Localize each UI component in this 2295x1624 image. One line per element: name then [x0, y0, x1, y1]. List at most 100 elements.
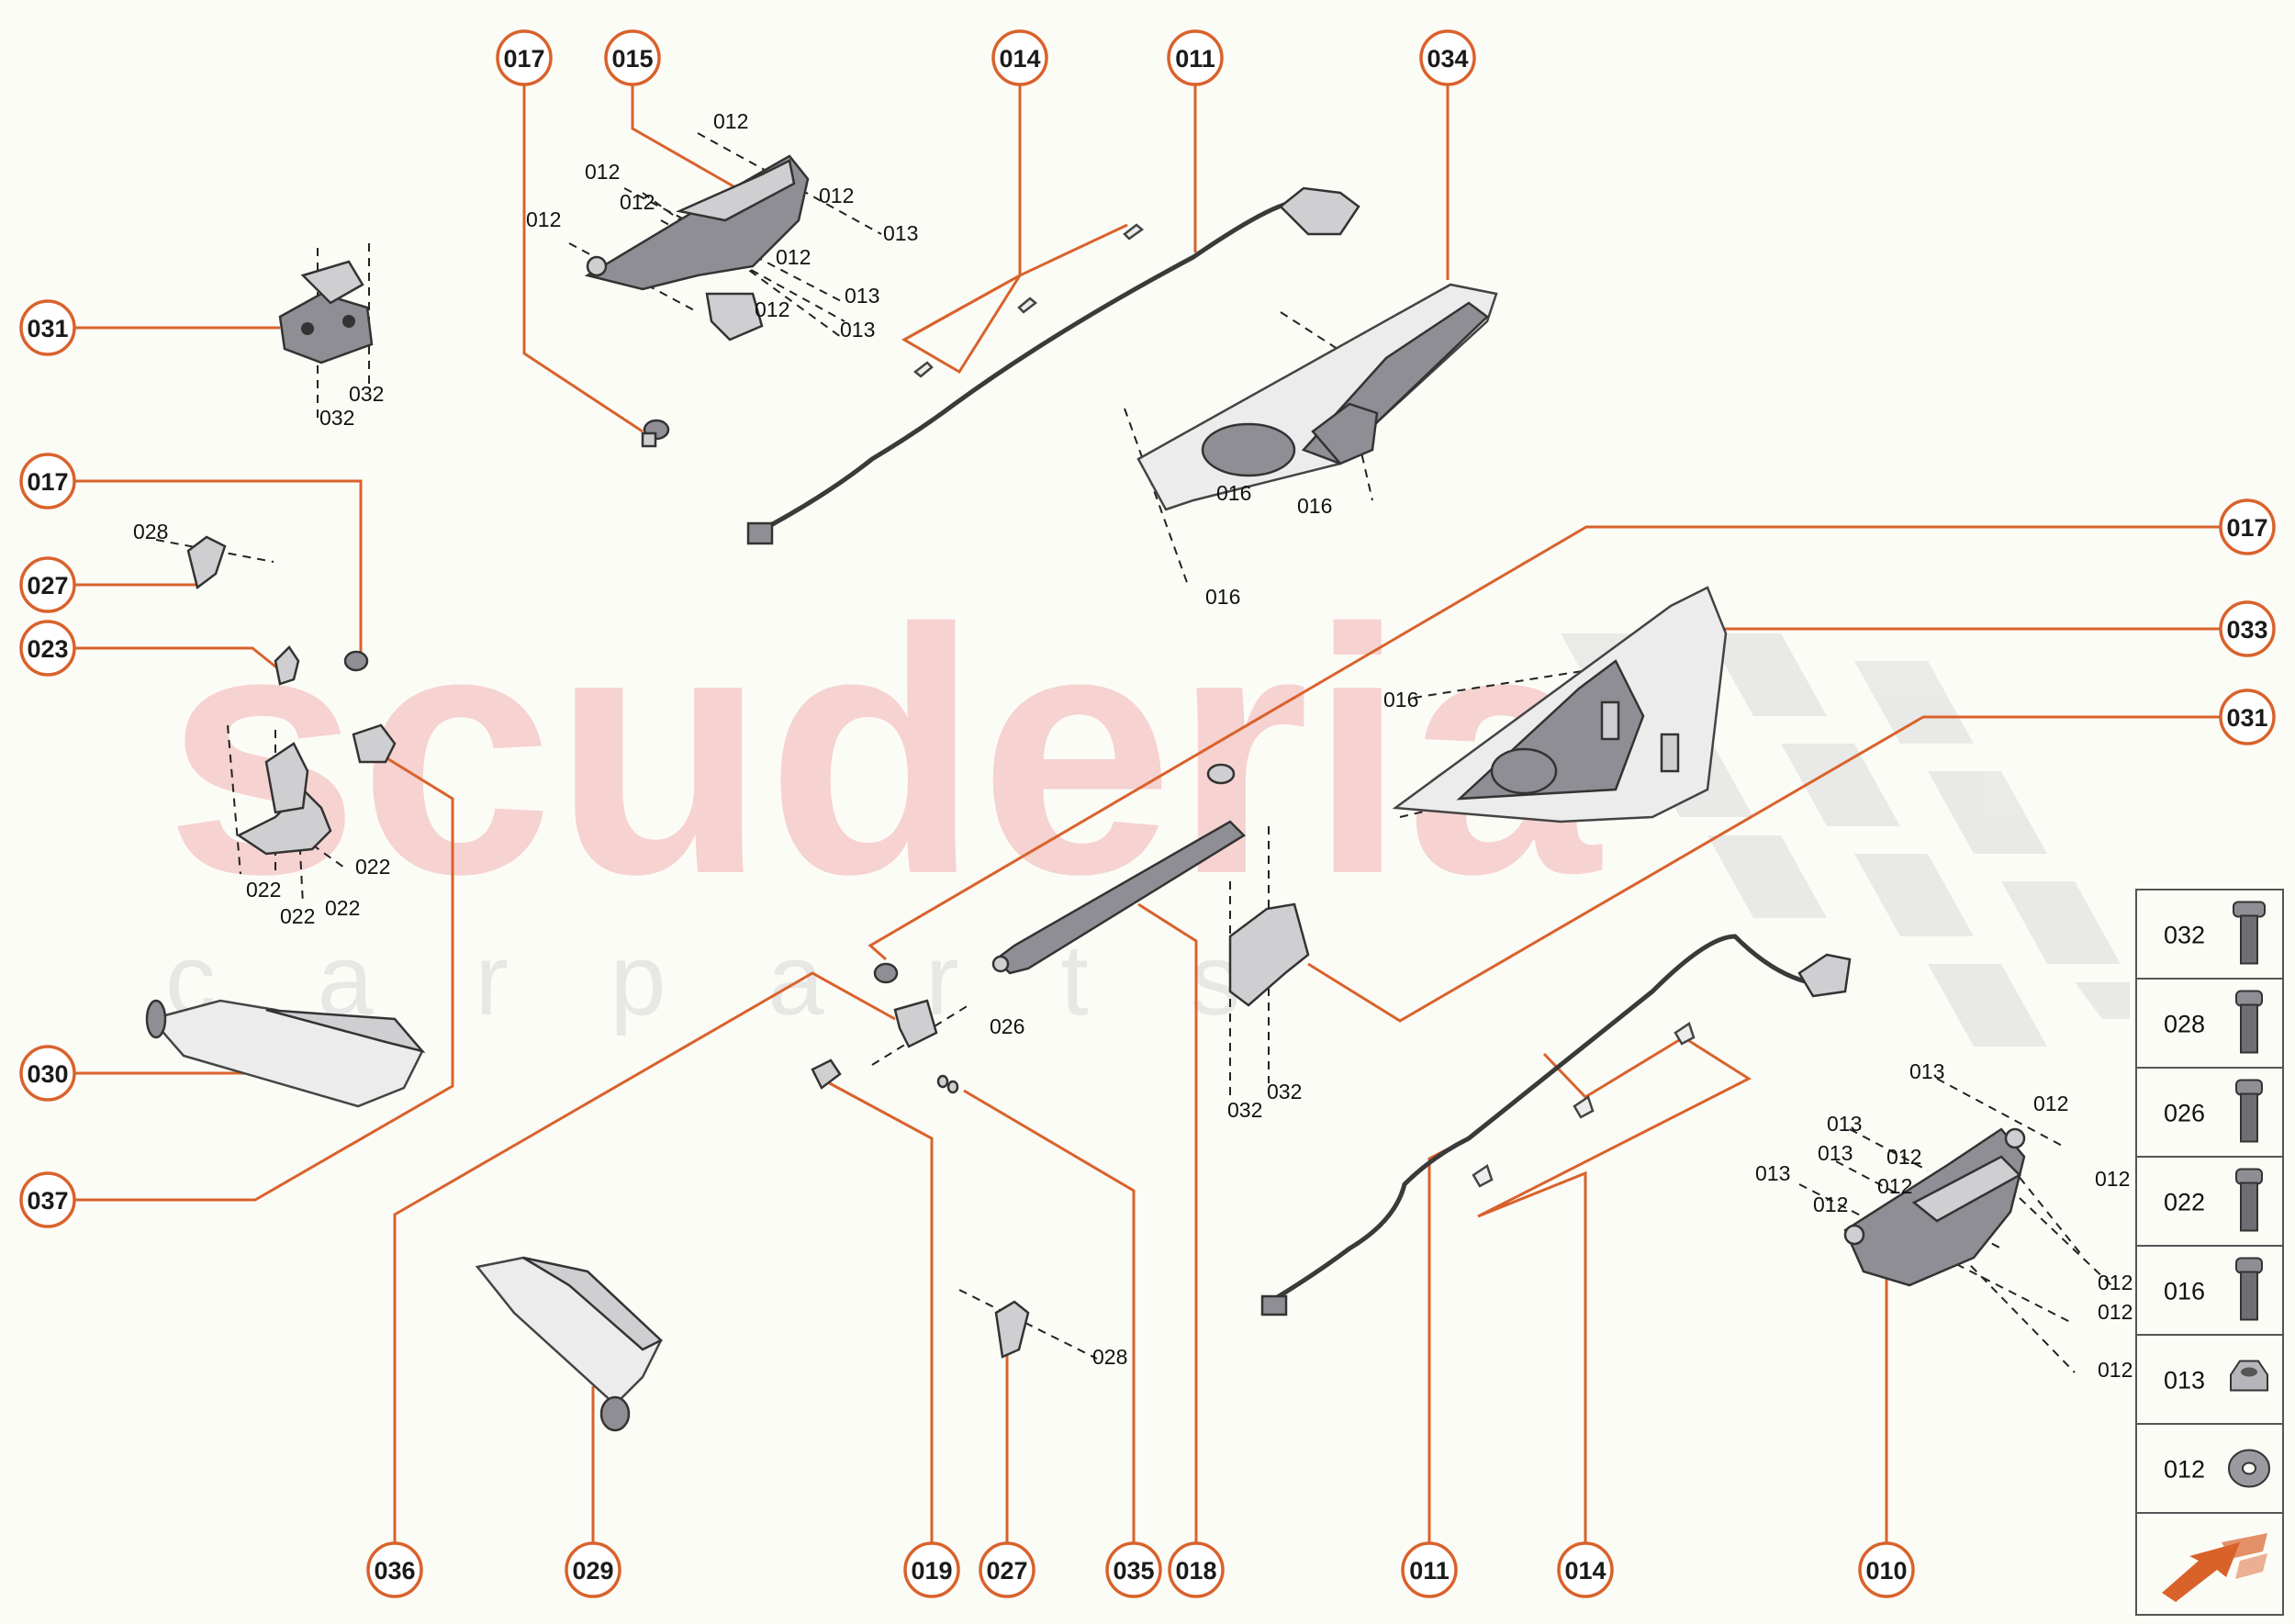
part-clip-023[interactable] — [274, 645, 300, 686]
callout-c031b[interactable]: 031 — [2219, 689, 2276, 745]
reference-label: 012 — [2098, 1358, 2133, 1382]
callout-number: 017 — [2226, 514, 2267, 542]
watermark-brand: scuderia — [165, 556, 1602, 946]
reference-label: 012 — [2095, 1167, 2130, 1191]
callout-circle — [1419, 29, 1476, 86]
callout-number: 011 — [1409, 1557, 1450, 1585]
callout-c030[interactable]: 030 — [19, 1045, 76, 1102]
callout-c017c[interactable]: 017 — [2219, 498, 2276, 555]
part-fastener-017-left[interactable] — [343, 650, 369, 672]
reference-label: 012 — [2098, 1300, 2133, 1324]
callout-circle — [19, 620, 76, 677]
part-bracket-031-mid[interactable] — [1228, 902, 1310, 1007]
callout-c035[interactable]: 035 — [1105, 1541, 1162, 1598]
callout-number: 010 — [1865, 1557, 1907, 1585]
callout-circle — [496, 29, 553, 86]
reference-label: 028 — [1092, 1345, 1127, 1369]
callout-number: 031 — [2226, 704, 2267, 732]
part-duct-029[interactable] — [475, 1256, 664, 1432]
part-bracket-022[interactable] — [236, 742, 332, 856]
callout-c014a[interactable]: 014 — [991, 29, 1048, 86]
part-duct-030[interactable] — [145, 999, 426, 1108]
part-bracket-031-top[interactable] — [278, 260, 374, 364]
part-screw-027-bottom[interactable] — [994, 1300, 1030, 1359]
callout-number: 027 — [27, 572, 68, 599]
part-bracket-010[interactable] — [1843, 1127, 2026, 1287]
reference-label: 012 — [526, 207, 561, 231]
legend-row-026: 026 — [2136, 1079, 2283, 1158]
cap-screw-icon — [2235, 1079, 2263, 1143]
callout-circle — [366, 1541, 423, 1598]
callout-c023[interactable]: 023 — [19, 620, 76, 677]
legend-row-028: 028 — [2136, 990, 2283, 1069]
callout-number: 036 — [374, 1557, 415, 1585]
callout-c011a[interactable]: 011 — [1167, 29, 1224, 86]
reference-label: 012 — [2033, 1092, 2068, 1115]
reference-label: 013 — [1909, 1059, 1944, 1083]
callout-c010[interactable]: 010 — [1858, 1541, 1915, 1598]
reference-label: 012 — [2098, 1271, 2133, 1294]
checkered-flag-watermark — [1561, 633, 2130, 1047]
callout-c011b[interactable]: 011 — [1401, 1541, 1458, 1598]
part-harness-011-bottom[interactable] — [1260, 934, 1852, 1316]
part-panel-034[interactable] — [1136, 283, 1498, 511]
callout-number: 014 — [999, 45, 1040, 73]
callout-number: 017 — [27, 468, 68, 496]
callout-c019[interactable]: 019 — [903, 1541, 960, 1598]
hex-socket-bolt-icon — [2235, 990, 2263, 1054]
callout-c033[interactable]: 033 — [2219, 600, 2276, 657]
callout-circle — [19, 1171, 76, 1228]
callout-number: 015 — [611, 45, 653, 73]
part-screw-027-left[interactable] — [186, 535, 227, 590]
reference-label: 012 — [1813, 1193, 1848, 1216]
part-harness-011-top[interactable] — [746, 186, 1360, 545]
callout-c018[interactable]: 018 — [1168, 1541, 1225, 1598]
forward-arrow-icon — [2162, 1533, 2267, 1602]
callout-c029[interactable]: 029 — [565, 1541, 621, 1598]
part-panel-033[interactable] — [1392, 586, 1728, 823]
legend-code: 012 — [2164, 1456, 2205, 1484]
legend-code: 028 — [2164, 1011, 2205, 1038]
callout-number: 011 — [1175, 45, 1215, 73]
callout-number: 017 — [503, 45, 544, 73]
callout-circle — [1168, 1541, 1225, 1598]
part-clip-019[interactable] — [811, 1058, 842, 1090]
part-block-026[interactable] — [893, 999, 938, 1048]
part-fastener-017-mid[interactable] — [873, 763, 1236, 984]
callout-number: 034 — [1427, 45, 1468, 73]
callout-c017b[interactable]: 017 — [19, 453, 76, 510]
callout-number: 018 — [1175, 1557, 1216, 1585]
callout-circle — [604, 29, 661, 86]
reference-label: 012 — [1886, 1145, 1921, 1169]
part-strut-018[interactable] — [991, 820, 1247, 975]
callout-c027b[interactable]: 027 — [979, 1541, 1036, 1598]
part-bracket-015[interactable] — [584, 154, 810, 342]
callout-circle — [979, 1541, 1036, 1598]
callout-c014b[interactable]: 014 — [1557, 1541, 1614, 1598]
reference-label: 016 — [1383, 688, 1418, 711]
callout-c015[interactable]: 015 — [604, 29, 661, 86]
callout-c031a[interactable]: 031 — [19, 299, 76, 356]
reference-label: 013 — [883, 221, 918, 245]
reference-label: 013 — [845, 284, 879, 308]
part-fastener-017-top[interactable] — [641, 419, 670, 448]
reference-label: 022 — [355, 855, 390, 879]
part-washer-035[interactable] — [936, 1074, 959, 1094]
reference-label: 022 — [325, 896, 360, 920]
part-block-037[interactable] — [352, 723, 397, 764]
reference-label: 032 — [1267, 1080, 1302, 1103]
callout-circle — [2219, 498, 2276, 555]
legend-row-013: 013 — [2136, 1360, 2283, 1425]
flange-bolt-icon — [2233, 901, 2266, 965]
callout-c027a[interactable]: 027 — [19, 556, 76, 613]
legend-code: 016 — [2164, 1278, 2205, 1305]
callout-c037[interactable]: 037 — [19, 1171, 76, 1228]
reference-label: 013 — [1827, 1112, 1862, 1136]
callout-c036[interactable]: 036 — [366, 1541, 423, 1598]
callout-circle — [1105, 1541, 1162, 1598]
callout-c034[interactable]: 034 — [1419, 29, 1476, 86]
callout-circle — [2219, 689, 2276, 745]
callout-c017a[interactable]: 017 — [496, 29, 553, 86]
